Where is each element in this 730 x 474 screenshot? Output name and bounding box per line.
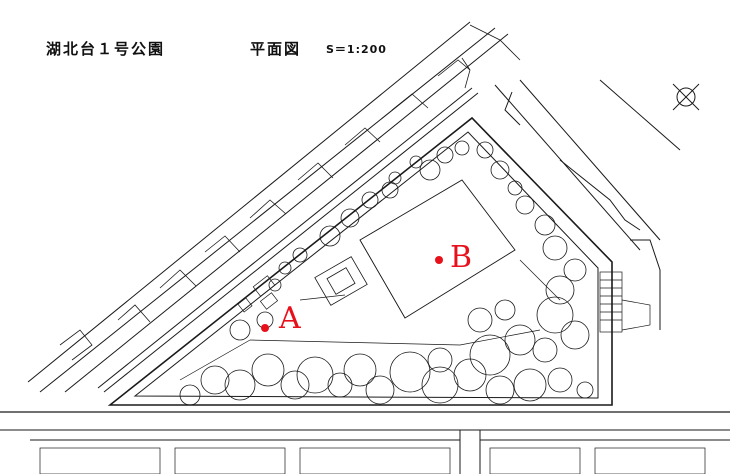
- marker-a-dot: [261, 324, 269, 332]
- south-buildings: [39, 447, 706, 474]
- marker-b-dot: [435, 256, 443, 264]
- marker-a-label: A: [279, 301, 301, 336]
- stairs: [599, 271, 651, 333]
- open-plaza: [359, 179, 516, 319]
- park-boundary: [107, 116, 613, 406]
- park-inner-path: [133, 131, 599, 399]
- adjacent-buildings: [59, 24, 521, 361]
- pavilion: [314, 256, 368, 306]
- scale-label: S＝1:200: [326, 43, 387, 56]
- inner-paths: [179, 259, 561, 381]
- marker-b-label: B: [450, 240, 473, 275]
- play-equipment: [237, 275, 279, 313]
- east-road-lines: [494, 79, 681, 330]
- road-boundary-lines: [27, 21, 509, 393]
- south-street: [0, 411, 730, 474]
- park-name-title: 湖北台１号公園: [46, 40, 166, 58]
- plan-type-title: 平面図: [250, 40, 302, 58]
- trees: [179, 140, 594, 406]
- compass-north-icon: [672, 83, 700, 111]
